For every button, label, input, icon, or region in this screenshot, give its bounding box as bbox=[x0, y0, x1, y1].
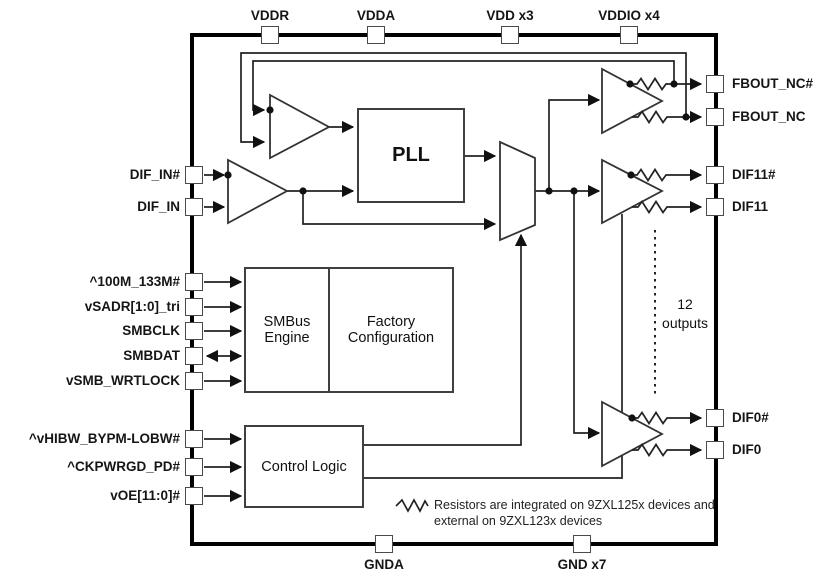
pin-label-dif0-n: DIF0# bbox=[732, 410, 769, 425]
pin-label-smb-wrtlock: vSMB_WRTLOCK bbox=[66, 373, 180, 388]
resistor-note-symbol bbox=[395, 498, 429, 513]
pin-label-sadr: vSADR[1:0]_tri bbox=[84, 299, 180, 314]
pin-label-vdd: VDD x3 bbox=[486, 8, 534, 23]
pin-label-vddio: VDDIO x4 bbox=[598, 8, 660, 23]
pin-ckpwrgd-pd bbox=[185, 458, 203, 476]
pin-vddio bbox=[620, 26, 638, 44]
pll-label: PLL bbox=[392, 144, 430, 166]
pin-voe bbox=[185, 487, 203, 505]
control-logic-label: Control Logic bbox=[261, 458, 347, 475]
pin-dif-in bbox=[185, 198, 203, 216]
pin-label-dif11: DIF11 bbox=[732, 199, 769, 214]
pin-label-fbout-nc: FBOUT_NC bbox=[732, 109, 806, 124]
junction-dot bbox=[266, 106, 274, 114]
junction-dot bbox=[224, 171, 232, 179]
pin-smbdat bbox=[185, 347, 203, 365]
pin-dif0-n bbox=[706, 409, 724, 427]
junction-dot bbox=[627, 171, 635, 179]
feedback-wire-outer bbox=[240, 52, 687, 149]
pin-label-gnda: GNDA bbox=[364, 557, 404, 572]
pin-vdda bbox=[367, 26, 385, 44]
pin-sadr bbox=[185, 298, 203, 316]
fbout-feed-wire bbox=[548, 93, 601, 191]
junction-dot bbox=[545, 187, 553, 195]
pin-gnd bbox=[573, 535, 591, 553]
mux bbox=[499, 140, 536, 242]
smbus-engine-label: SMBus Engine bbox=[263, 314, 311, 346]
pin-label-gnd: GND x7 bbox=[557, 557, 607, 572]
output-enable-wire bbox=[364, 214, 623, 479]
pin-label-ckpwrgd-pd: ^CKPWRGD_PD# bbox=[67, 459, 180, 474]
smbus-factory-block: SMBus Engine Factory Configuration bbox=[244, 267, 454, 393]
pin-label-dif0: DIF0 bbox=[732, 442, 762, 457]
mux-select-wire bbox=[364, 233, 528, 446]
pin-dif-in-n bbox=[185, 166, 203, 184]
fbout-driver bbox=[601, 67, 664, 135]
control-logic-block: Control Logic bbox=[244, 425, 364, 508]
pin-dif0 bbox=[706, 441, 724, 459]
junction-dot bbox=[626, 80, 634, 88]
dif11-driver bbox=[601, 158, 664, 225]
input-amp bbox=[227, 158, 289, 225]
dif0n-branch-resistor bbox=[632, 410, 703, 426]
pin-vddr bbox=[261, 26, 279, 44]
fbout-nc-branch-resistor bbox=[632, 109, 703, 125]
pin-gnda bbox=[375, 535, 393, 553]
dif11-branch-resistor bbox=[632, 199, 703, 215]
pin-dif11 bbox=[706, 198, 724, 216]
pin-smb-wrtlock bbox=[185, 372, 203, 390]
pin-label-dif11-n: DIF11# bbox=[732, 167, 776, 182]
pin-dif11-n bbox=[706, 166, 724, 184]
junction-dot bbox=[682, 113, 690, 121]
pin-label-100m-133m: ^100M_133M# bbox=[89, 274, 180, 289]
factory-configuration-block: Factory Configuration bbox=[330, 269, 452, 391]
junction-dot bbox=[570, 187, 578, 195]
dif0-branch-resistor bbox=[632, 442, 703, 458]
resistor-note-line1: Resistors are integrated on 9ZXL125x dev… bbox=[434, 498, 715, 512]
pin-fbout-nc-n bbox=[706, 75, 724, 93]
pin-smbclk bbox=[185, 322, 203, 340]
dif0-driver bbox=[601, 400, 664, 468]
pin-label-voe: vOE[11:0]# bbox=[110, 488, 180, 503]
fbout-ncn-branch-resistor bbox=[630, 76, 703, 92]
pin-hibw-bypm-lobw bbox=[185, 430, 203, 448]
pin-label-dif-in: DIF_IN bbox=[137, 199, 180, 214]
feedback-amp bbox=[269, 93, 331, 160]
pin-label-vddr: VDDR bbox=[250, 8, 290, 23]
pin-vdd bbox=[501, 26, 519, 44]
pin-label-smbclk: SMBCLK bbox=[122, 323, 180, 338]
pin-label-smbdat: SMBDAT bbox=[123, 348, 180, 363]
dif0-feed-wire bbox=[573, 191, 601, 440]
junction-dot bbox=[299, 187, 307, 195]
factory-configuration-label: Factory Configuration bbox=[347, 314, 435, 346]
pin-label-hibw-bypm-lobw: ^vHIBW_BYPM-LOBW# bbox=[28, 431, 180, 446]
pin-label-dif-in-n: DIF_IN# bbox=[129, 167, 180, 182]
outputs-count-label: 12 outputs bbox=[662, 296, 708, 331]
resistor-note-line2: external on 9ZXL123x devices bbox=[434, 514, 603, 528]
feedback-wire-inner bbox=[252, 60, 675, 117]
junction-dot bbox=[628, 414, 636, 422]
dif11n-branch-resistor bbox=[631, 167, 703, 183]
pin-label-vdda: VDDA bbox=[356, 8, 396, 23]
junction-dot bbox=[670, 80, 678, 88]
pin-label-fbout-nc-n: FBOUT_NC# bbox=[732, 76, 814, 91]
pll-block: PLL bbox=[357, 108, 465, 203]
pin-100m-133m bbox=[185, 273, 203, 291]
pin-fbout-nc bbox=[706, 108, 724, 126]
smbus-engine-block: SMBus Engine bbox=[246, 269, 330, 391]
bypass-wire bbox=[302, 191, 497, 231]
